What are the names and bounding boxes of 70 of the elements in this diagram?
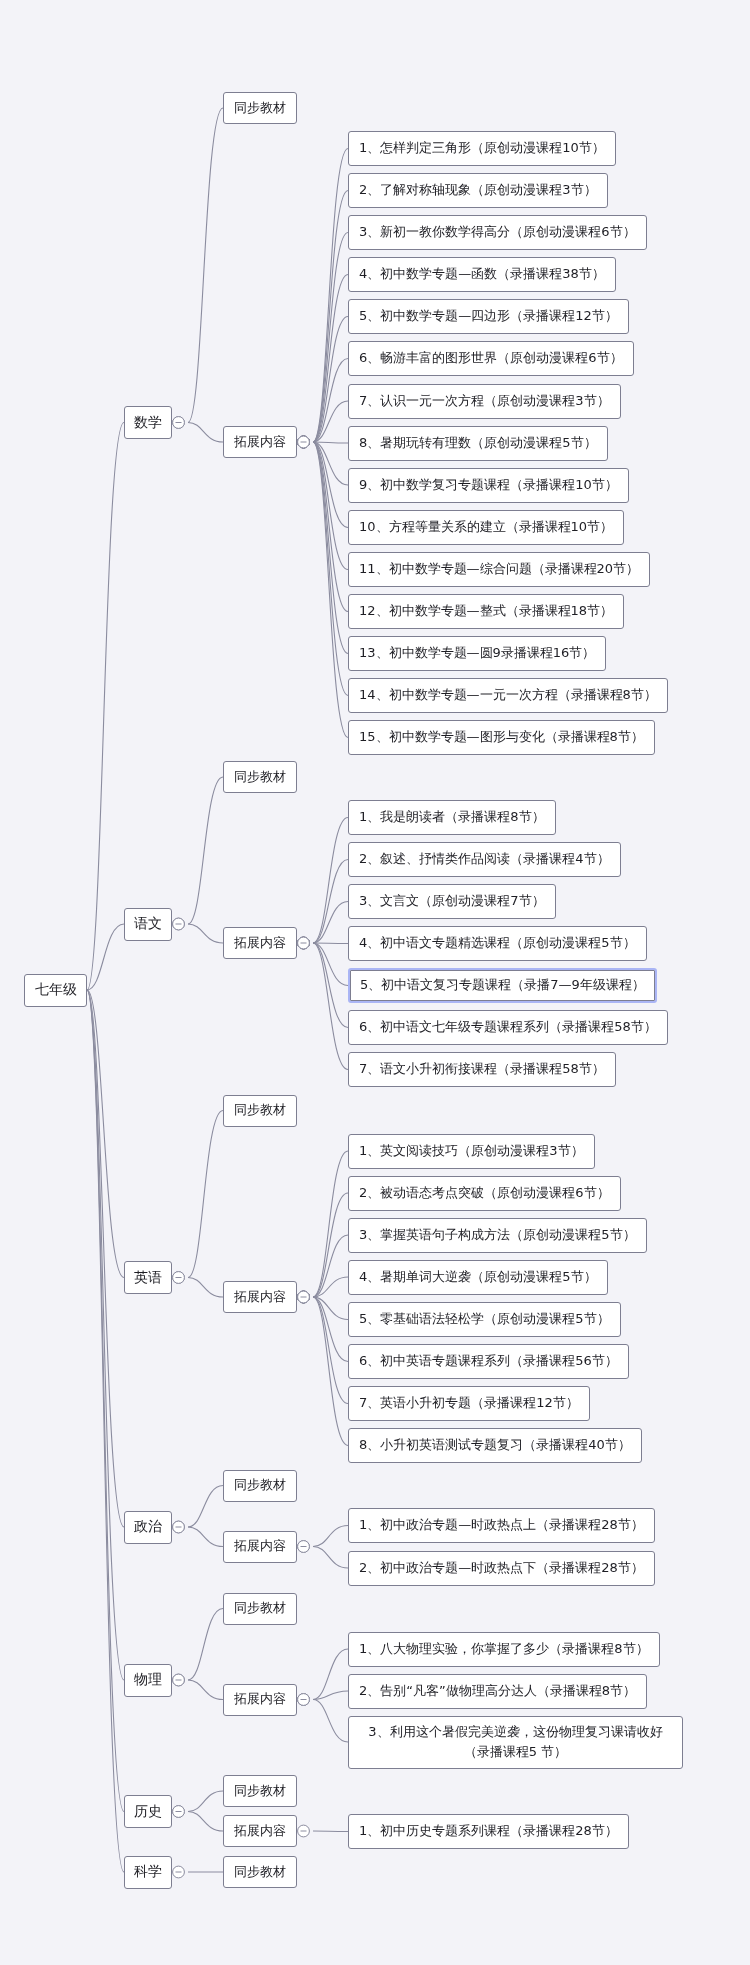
leaf-topic-box: 6、初中英语专题课程系列（录播课程56节） [348, 1344, 629, 1379]
subtopic-box: 拓展内容 [223, 1815, 297, 1847]
main-topic-box: 历史 [124, 1795, 172, 1828]
leaf-topic-box: 5、初中数学专题—四边形（录播课程12节） [348, 299, 629, 334]
main-topic-box: 科学 [124, 1855, 172, 1889]
subtopic-box: 拓展内容 [223, 1281, 297, 1313]
connector-line [171, 917, 224, 944]
leaf-topic-box: 11、初中数学专题—综合问题（录播课程20节） [348, 552, 651, 587]
connector-line [171, 1865, 224, 1879]
main-topic-box: 语文 [124, 907, 172, 941]
leaf-topic-box: 7、认识一元一次方程（原创动漫课程3节） [348, 383, 621, 419]
connector-line [171, 1520, 224, 1548]
leaf-topic-box: 13、初中数学专题—圆9录播课程16节） [348, 636, 607, 671]
subtopic-box: 同步教材 [223, 761, 297, 793]
leaf-topic-box: 2、了解对称轴现象（原创动漫课程3节） [348, 173, 608, 208]
main-topic-box: 数学 [124, 406, 172, 439]
leaf-topic-box: 7、语文小升初衔接课程（录播课程58节） [348, 1052, 616, 1087]
central-topic-box: 七年级 [24, 973, 87, 1007]
leaf-topic-box: 8、小升初英语测试专题复习（录播课程40节） [348, 1428, 642, 1463]
subtopic-box: 同步教材 [223, 1592, 297, 1625]
leaf-topic-box: 2、初中政治专题—时政热点下（录播课程28节） [348, 1550, 655, 1586]
leaf-topic-box: 1、初中历史专题系列课程（录播课程28节） [348, 1814, 629, 1849]
connector-line [171, 1271, 224, 1298]
leaf-topic-box: 6、畅游丰富的图形世界（原创动漫课程6节） [348, 341, 634, 376]
connector-line [86, 989, 125, 1279]
leaf-topic-box: 5、零基础语法轻松学（原创动漫课程5节） [348, 1302, 621, 1337]
subtopic-box: 同步教材 [223, 1094, 297, 1127]
leaf-topic-box: 1、八大物理实验，你掌握了多少（录播课程8节） [348, 1631, 660, 1667]
connector-line [86, 421, 125, 991]
subtopic-box: 拓展内容 [223, 1683, 297, 1716]
leaf-topic-box: 10、方程等量关系的建立（录播课程10节） [348, 510, 625, 545]
main-topic-box: 政治 [124, 1510, 172, 1544]
connector-line [296, 1824, 349, 1838]
connector-line [296, 1693, 349, 1743]
leaf-topic-box: 3、新初一教你数学得高分（原创动漫课程6节） [348, 215, 647, 250]
connector-line [171, 1673, 224, 1701]
leaf-topic-box: 3、掌握英语句子构成方法（原创动漫课程5节） [348, 1217, 647, 1253]
leaf-topic-box: 1、怎样判定三角形（原创动漫课程10节） [348, 131, 616, 166]
leaf-topic-box: 2、被动语态考点突破（原创动漫课程6节） [348, 1175, 621, 1211]
leaf-topic-box: 7、英语小升初专题（录播课程12节） [348, 1386, 590, 1421]
subtopic-box: 拓展内容 [223, 426, 297, 458]
leaf-topic-box: 4、初中语文专题精选课程（原创动漫课程5节） [348, 926, 647, 961]
leaf-topic-box: 9、初中数学复习专题课程（录播课程10节） [348, 467, 629, 503]
subtopic-box: 同步教材 [223, 1775, 297, 1807]
leaf-topic-box: 3、文言文（原创动漫课程7节） [348, 884, 556, 919]
leaf-topic-box: 15、初中数学专题—图形与变化（录播课程8节） [348, 720, 655, 755]
leaf-topic-box: 14、初中数学专题—一元一次方程（录播课程8节） [348, 678, 668, 713]
leaf-topic-box: 2、叙述、抒情类作品阅读（录播课程4节） [348, 842, 621, 877]
main-topic-box: 英语 [124, 1261, 172, 1294]
connector-line [86, 923, 125, 991]
leaf-topic-box: 1、我是朗读者（录播课程8节） [348, 800, 556, 835]
subtopic-box: 拓展内容 [223, 1530, 297, 1563]
leaf-topic-box: 4、暑期单词大逆袭（原创动漫课程5节） [348, 1259, 608, 1295]
subtopic-box: 同步教材 [223, 1856, 297, 1888]
connector-line [171, 416, 224, 443]
leaf-topic-box: 8、暑期玩转有理数（原创动漫课程5节） [348, 425, 608, 461]
subtopic-box: 同步教材 [223, 1469, 297, 1502]
leaf-topic-box: 5、初中语文复习专题课程（录播7—9年级课程） [348, 968, 657, 1003]
leaf-topic-box: 12、初中数学专题—整式（录播课程18节） [348, 594, 625, 629]
main-topic-box: 物理 [124, 1663, 172, 1697]
connector-line [296, 1540, 349, 1569]
leaf-topic-box: 3、利用这个暑假完美逆袭，这份物理复习课请收好（录播课程5 节） [348, 1715, 683, 1769]
leaf-topic-box: 6、初中语文七年级专题课程系列（录播课程58节） [348, 1010, 668, 1045]
leaf-topic-box: 1、英文阅读技巧（原创动漫课程3节） [348, 1133, 595, 1169]
subtopic-box: 拓展内容 [223, 927, 297, 959]
connector-line [171, 1805, 224, 1832]
leaf-topic-box: 4、初中数学专题—函数（录播课程38节） [348, 257, 616, 292]
subtopic-box: 同步教材 [223, 92, 297, 124]
leaf-topic-box: 2、告别“凡客”做物理高分达人（录播课程8节） [348, 1673, 647, 1709]
leaf-topic-box: 1、初中政治专题—时政热点上（录播课程28节） [348, 1508, 655, 1543]
